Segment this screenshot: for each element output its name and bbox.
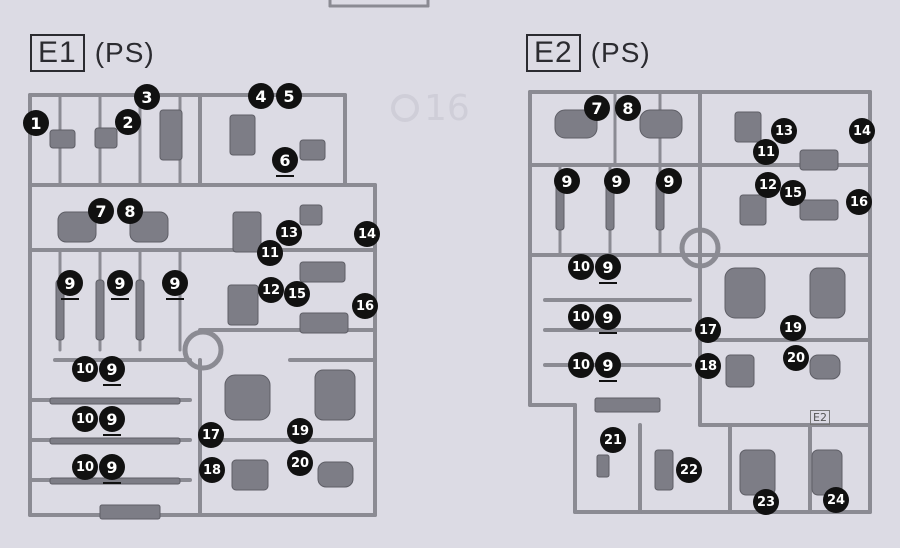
part-number-label: 11 xyxy=(257,240,283,266)
part-number-label: 9 xyxy=(595,352,621,382)
part-number-label: 19 xyxy=(287,418,313,444)
part-number-label: 17 xyxy=(695,317,721,343)
sprue-part xyxy=(809,354,841,380)
sprue-part xyxy=(314,369,356,421)
sprue-tag: E2 xyxy=(810,410,830,425)
sprue-part xyxy=(734,111,762,143)
part-number-label: 12 xyxy=(258,277,284,303)
part-number-label: 8 xyxy=(615,95,641,121)
sprue-part xyxy=(94,127,118,149)
part-number-label: 12 xyxy=(755,172,781,198)
sprue-material: (PS) xyxy=(590,37,651,68)
sprue-part xyxy=(739,194,767,226)
part-number-label: 9 xyxy=(99,356,125,386)
sprue-e1-header: E1 (PS) xyxy=(30,34,155,72)
part-number-label: 10 xyxy=(568,352,594,378)
part-number-label: 2 xyxy=(115,109,141,135)
part-number-label: 11 xyxy=(753,139,779,165)
part-number-label: 10 xyxy=(568,254,594,280)
sprue-part xyxy=(232,211,262,253)
sprue-part xyxy=(299,261,346,283)
watermark-number: 16 xyxy=(424,88,470,129)
part-number-label: 14 xyxy=(354,221,380,247)
sprue-part xyxy=(159,109,183,161)
part-number-label: 16 xyxy=(846,189,872,215)
sprue-part xyxy=(135,279,145,341)
sprue-part xyxy=(739,449,776,496)
sprue-part xyxy=(799,199,839,221)
sprue-part xyxy=(594,397,661,413)
part-number-label: 15 xyxy=(284,281,310,307)
sprue-part xyxy=(49,397,181,405)
part-number-label: 13 xyxy=(771,118,797,144)
part-number-label: 9 xyxy=(99,406,125,436)
part-number-label: 9 xyxy=(604,168,630,194)
part-number-label: 10 xyxy=(72,406,98,432)
part-number-label: 7 xyxy=(88,198,114,224)
part-number-label: 9 xyxy=(57,270,83,300)
sprue-material: (PS) xyxy=(94,37,155,68)
part-number-label: 6 xyxy=(272,147,298,177)
part-number-label: 18 xyxy=(199,457,225,483)
part-number-label: 21 xyxy=(600,427,626,453)
part-number-label: 18 xyxy=(695,353,721,379)
sprue-part xyxy=(57,211,97,243)
sprue-part xyxy=(231,459,269,491)
sprue-part xyxy=(49,129,76,149)
sprue-part xyxy=(224,374,271,421)
sprue-part xyxy=(229,114,256,156)
sprue-code-box: E2 xyxy=(526,34,581,72)
part-number-label: 9 xyxy=(162,270,188,300)
runner-ring xyxy=(182,329,224,371)
part-number-label: 9 xyxy=(107,270,133,300)
part-number-label: 16 xyxy=(352,293,378,319)
part-number-label: 14 xyxy=(849,118,875,144)
sprue-part xyxy=(227,284,259,326)
runner-ring xyxy=(679,227,721,269)
sprue-e2-header: E2 (PS) xyxy=(526,34,651,72)
sprue-part xyxy=(724,267,766,319)
sprue-part xyxy=(299,139,326,161)
part-number-label: 10 xyxy=(72,454,98,480)
part-number-label: 5 xyxy=(276,83,302,109)
part-number-label: 20 xyxy=(783,345,809,371)
part-number-label: 3 xyxy=(134,84,160,110)
sprue-part xyxy=(49,437,181,445)
part-number-label: 9 xyxy=(595,304,621,334)
part-number-label: 19 xyxy=(780,315,806,341)
part-number-label: 9 xyxy=(554,168,580,194)
part-number-label: 17 xyxy=(198,422,224,448)
part-number-label: 15 xyxy=(780,180,806,206)
part-number-label: 1 xyxy=(23,110,49,136)
part-number-label: 13 xyxy=(276,220,302,246)
sprue-part xyxy=(799,149,839,171)
part-number-label: 24 xyxy=(823,487,849,513)
part-number-label: 9 xyxy=(99,454,125,484)
sprue-part xyxy=(809,267,846,319)
part-number-label: 10 xyxy=(72,356,98,382)
sprue-part xyxy=(99,504,161,520)
watermark-mark xyxy=(391,94,419,122)
part-number-label: 7 xyxy=(584,95,610,121)
sprue-code-box: E1 xyxy=(30,34,85,72)
part-number-label: 10 xyxy=(568,304,594,330)
sprue-part xyxy=(639,109,683,139)
sprue-part xyxy=(317,461,354,488)
part-number-label: 8 xyxy=(117,198,143,224)
part-number-label: 20 xyxy=(287,450,313,476)
part-number-label: 22 xyxy=(676,457,702,483)
sprue-part xyxy=(596,454,610,478)
part-number-label: 9 xyxy=(656,168,682,194)
part-number-label: 4 xyxy=(248,83,274,109)
sprue-part xyxy=(299,204,323,226)
sprue-part xyxy=(95,279,105,341)
sprue-part xyxy=(299,312,349,334)
part-number-label: 9 xyxy=(595,254,621,284)
sprue-part xyxy=(725,354,755,388)
part-number-label: 23 xyxy=(753,489,779,515)
sprue-part xyxy=(654,449,674,491)
sprue-part xyxy=(554,109,598,139)
